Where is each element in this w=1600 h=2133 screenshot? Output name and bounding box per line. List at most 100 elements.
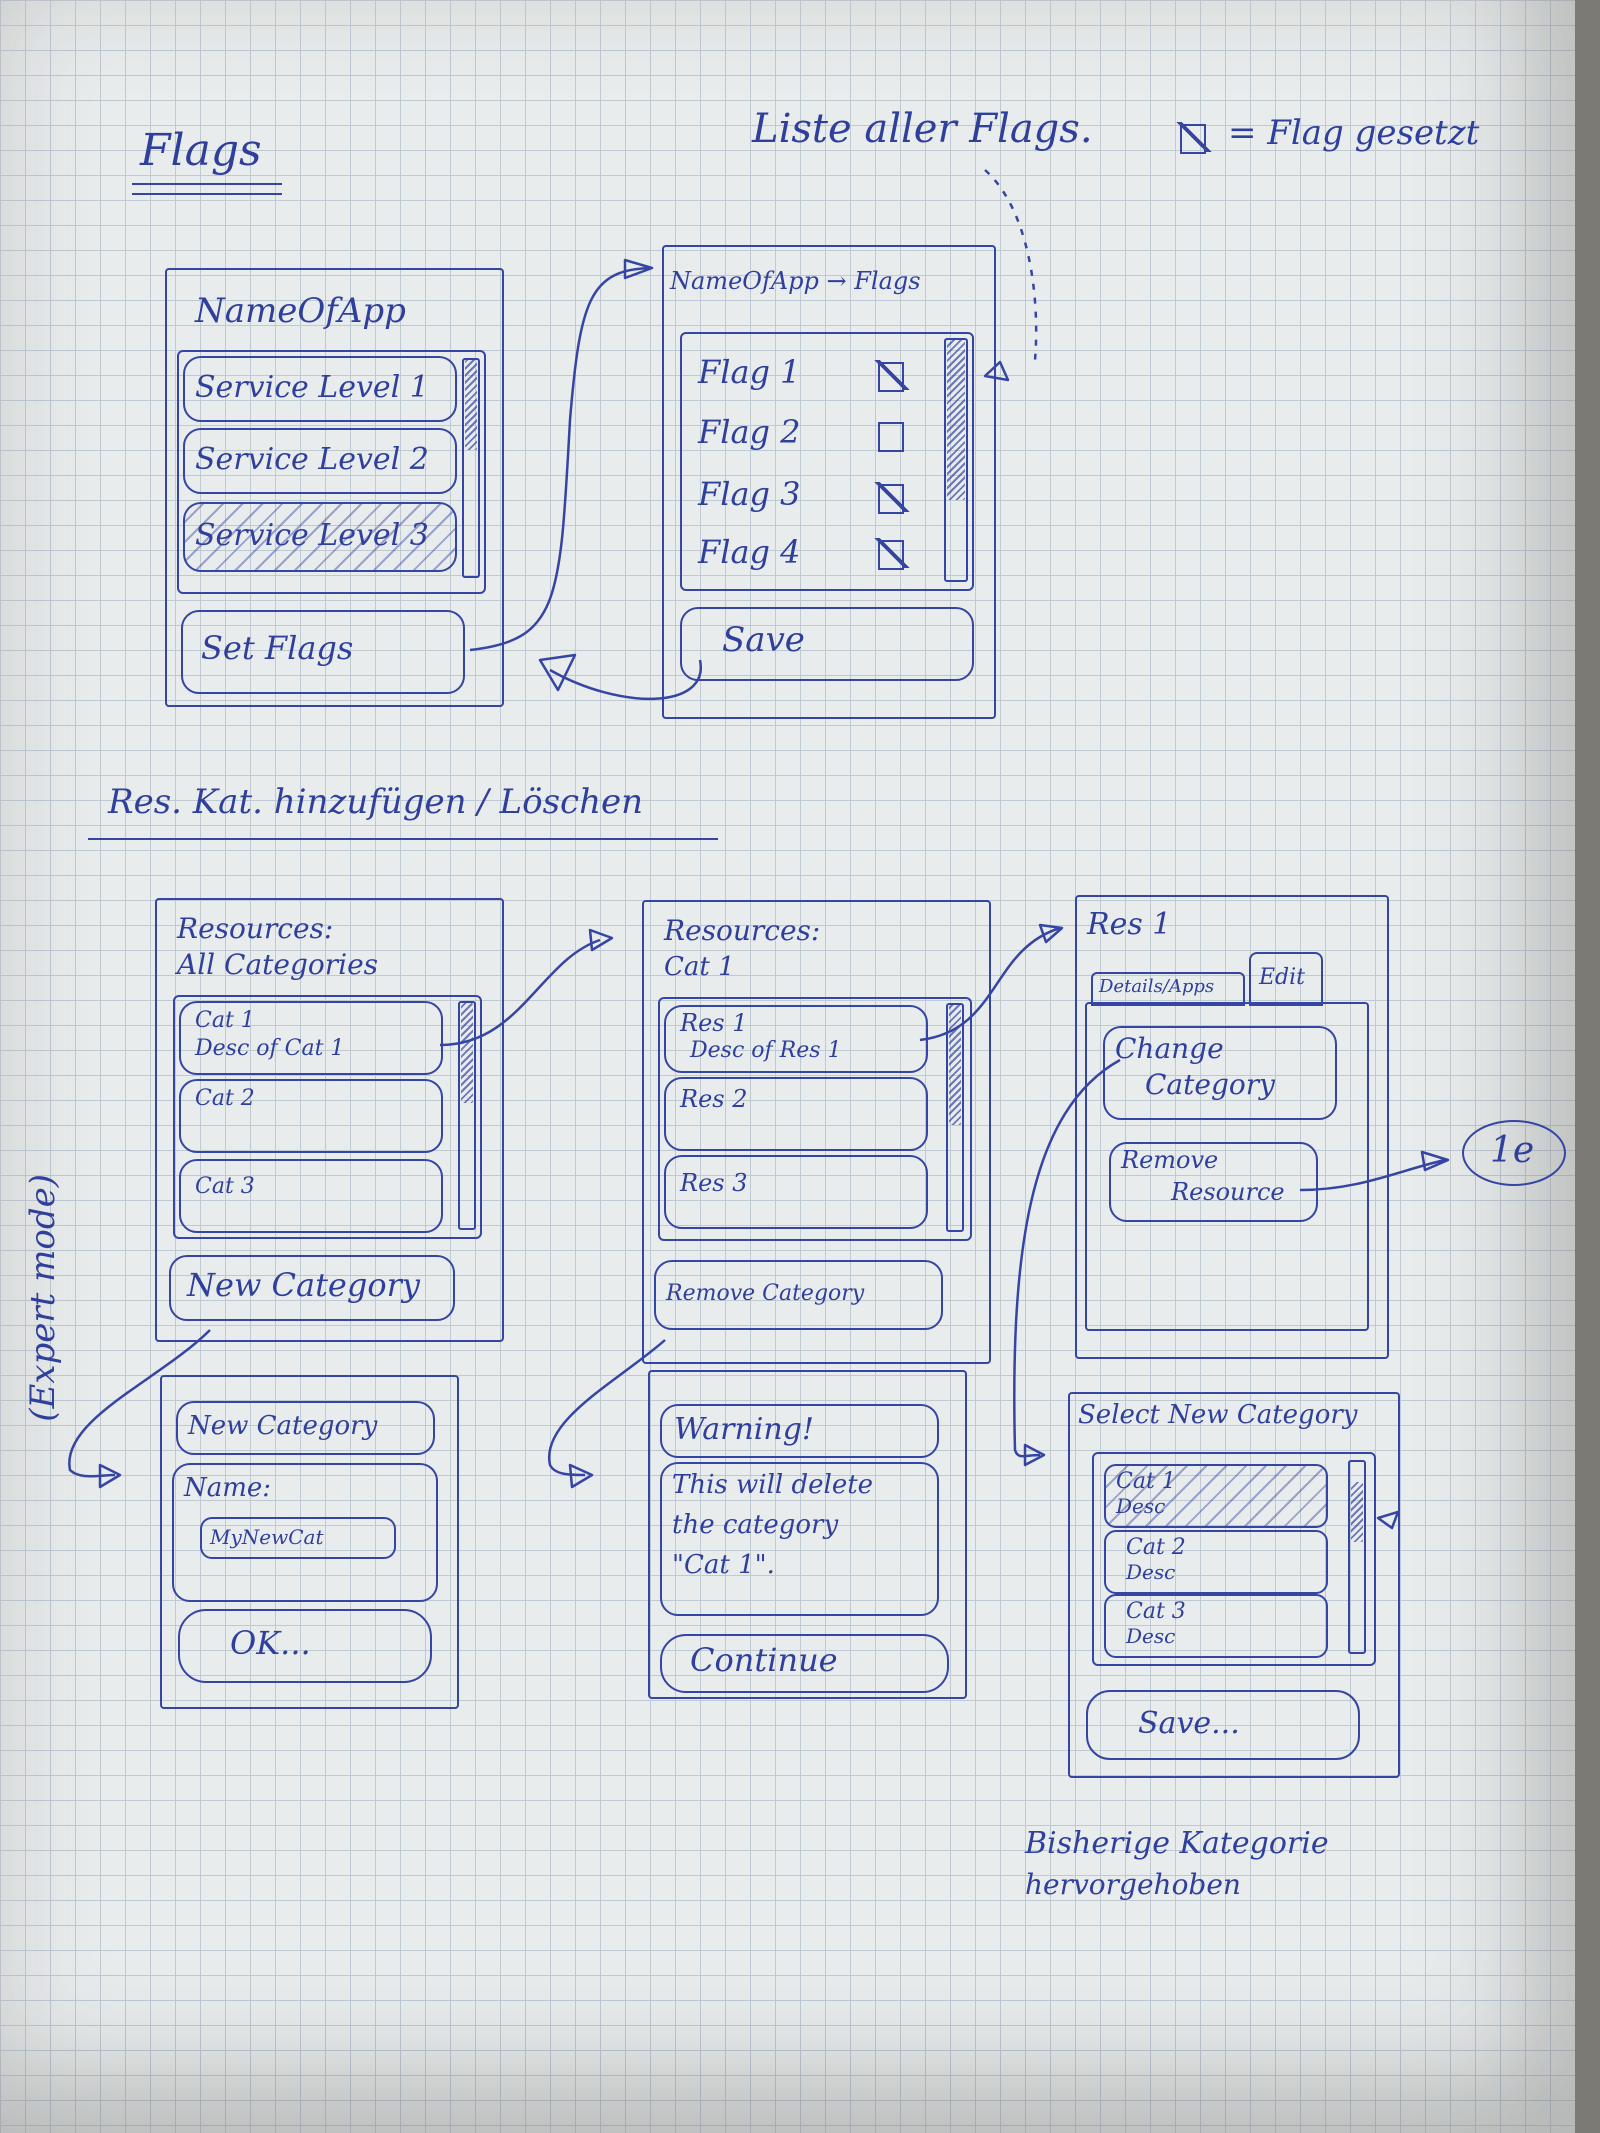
flag-label: Flag 1 <box>698 353 801 391</box>
ref-1e-circle: 1e <box>1462 1120 1566 1186</box>
ok-label: OK... <box>230 1624 311 1662</box>
save-label: Save... <box>1138 1706 1240 1741</box>
scrollbar[interactable] <box>946 1003 964 1232</box>
flag-checkbox[interactable] <box>874 360 910 392</box>
name-label: Name: <box>184 1473 272 1503</box>
list-item-desc: Desc of Cat 1 <box>195 1036 345 1061</box>
list-item-name: Cat 3 <box>195 1174 255 1199</box>
scrollbar[interactable] <box>462 358 480 578</box>
list-item-name: Cat 2 <box>1126 1535 1186 1560</box>
screen-title-line2: All Categories <box>177 948 379 981</box>
flag-checkbox[interactable] <box>874 482 910 514</box>
list-item[interactable]: Res 1 Desc of Res 1 <box>664 1005 928 1073</box>
resources-heading: Res. Kat. hinzufügen / Löschen <box>108 782 644 822</box>
list-item-name: Cat 2 <box>195 1086 255 1111</box>
save-button[interactable]: Save... <box>1086 1690 1360 1760</box>
list-item[interactable]: Res 2 <box>664 1077 928 1151</box>
list-item-desc: Desc <box>1116 1494 1166 1518</box>
select-category-title: Select New Category <box>1078 1400 1358 1430</box>
dialog-title-box: Warning! <box>660 1404 939 1458</box>
list-item[interactable]: Service Level 1 <box>183 356 457 422</box>
dialog-title: New Category <box>188 1411 378 1441</box>
res1-title: Res 1 <box>1087 907 1172 942</box>
tab-edit-label: Edit <box>1259 965 1306 990</box>
flag-checkbox[interactable] <box>874 538 910 570</box>
remove-category-button[interactable]: Remove Category <box>654 1260 943 1330</box>
legend-checkbox-icon <box>1176 122 1212 154</box>
flag-label: Flag 2 <box>698 413 801 451</box>
list-item-name: Cat 1 <box>1116 1469 1176 1494</box>
list-item-name: Cat 3 <box>1126 1599 1186 1624</box>
tab-panel: Change Category Remove Resource <box>1085 1002 1369 1331</box>
tab-details[interactable]: Details/Apps <box>1091 972 1245 1006</box>
list-item-current[interactable]: Cat 1 Desc <box>1104 1464 1328 1528</box>
screen-title-line2: Cat 1 <box>664 952 735 982</box>
screen-main: NameOfApp Service Level 1 Service Level … <box>165 268 504 707</box>
dialog-title-box: New Category <box>176 1401 435 1455</box>
list-item[interactable]: Res 3 <box>664 1155 928 1229</box>
set-flags-label: Set Flags <box>201 629 354 667</box>
list-item-desc: Desc <box>1126 1624 1176 1648</box>
save-button[interactable]: Save <box>680 607 974 681</box>
list-item[interactable]: Cat 3 Desc <box>1104 1594 1328 1658</box>
name-input[interactable]: MyNewCat <box>200 1517 396 1559</box>
app-title: NameOfApp <box>195 291 406 331</box>
tab-edit[interactable]: Edit <box>1249 952 1323 1006</box>
scrollbar[interactable] <box>458 1001 476 1230</box>
resource-list: Res 1 Desc of Res 1 Res 2 Res 3 <box>658 997 972 1241</box>
flags-heading: Flags <box>140 125 262 176</box>
list-item[interactable]: Cat 2 Desc <box>1104 1530 1328 1594</box>
ref-1e-label: 1e <box>1490 1130 1535 1171</box>
name-input-value: MyNewCat <box>210 1525 324 1549</box>
change-category-button[interactable]: Change Category <box>1103 1026 1337 1120</box>
change-category-label-1: Change <box>1115 1032 1224 1065</box>
list-item-label: Service Level 3 <box>195 518 429 553</box>
category-list: Cat 1 Desc of Cat 1 Cat 2 Cat 3 <box>173 995 482 1239</box>
new-category-button[interactable]: New Category <box>169 1255 455 1321</box>
flag-label: Flag 4 <box>698 533 801 571</box>
change-category-label-2: Category <box>1145 1068 1275 1101</box>
screen-all-categories: Resources: All Categories Cat 1 Desc of … <box>155 898 504 1342</box>
flag-label: Flag 3 <box>698 475 801 513</box>
screen-title-line1: Resources: <box>664 914 821 947</box>
flags-screen-title: NameOfApp → Flags <box>670 267 921 295</box>
set-flags-button[interactable]: Set Flags <box>181 610 465 694</box>
list-item-name: Res 1 <box>680 1009 748 1037</box>
ok-button[interactable]: OK... <box>178 1609 432 1683</box>
screen-title-line1: Resources: <box>177 912 334 945</box>
service-level-list: Service Level 1 Service Level 2 Service … <box>177 350 486 594</box>
remove-resource-label-2: Resource <box>1171 1178 1285 1206</box>
screen-select-category: Select New Category Cat 1 Desc Cat 2 Des… <box>1068 1392 1400 1778</box>
list-item-name: Cat 1 <box>195 1008 255 1033</box>
tab-details-label: Details/Apps <box>1099 976 1215 997</box>
note-flag-set: = Flag gesetzt <box>1228 113 1480 153</box>
list-item[interactable]: Cat 3 <box>179 1159 443 1233</box>
list-item-selected[interactable]: Service Level 3 <box>183 502 457 572</box>
scrollbar[interactable] <box>1348 1460 1366 1654</box>
flags-heading-underline <box>132 183 282 195</box>
save-label: Save <box>722 620 805 660</box>
note-previous-category: Bisherige Kategorie <box>1025 1826 1329 1861</box>
list-item[interactable]: Service Level 2 <box>183 428 457 494</box>
list-item-name: Res 2 <box>680 1085 748 1113</box>
dialog-body: Name: MyNewCat <box>172 1463 438 1602</box>
dialog-warning: Warning! This will delete the category "… <box>648 1370 967 1699</box>
dialog-new-category: New Category Name: MyNewCat OK... <box>160 1375 459 1709</box>
flag-checkbox[interactable] <box>878 422 904 452</box>
remove-resource-button[interactable]: Remove Resource <box>1109 1142 1318 1222</box>
scrollbar[interactable] <box>944 338 968 582</box>
category-list: Cat 1 Desc Cat 2 Desc Cat 3 Desc <box>1092 1452 1376 1666</box>
remove-category-label: Remove Category <box>666 1281 865 1306</box>
warning-line: "Cat 1". <box>672 1550 775 1580</box>
warning-line: This will delete <box>672 1470 874 1500</box>
continue-button[interactable]: Continue <box>660 1634 949 1693</box>
flag-list: Flag 1 Flag 2 Flag 3 Flag 4 <box>680 332 974 591</box>
list-item[interactable]: Cat 1 Desc of Cat 1 <box>179 1001 443 1075</box>
note-list-all-flags: Liste aller Flags. <box>752 106 1093 152</box>
warning-line: the category <box>672 1510 839 1540</box>
list-item-name: Res 3 <box>680 1169 748 1197</box>
remove-resource-label-1: Remove <box>1121 1146 1219 1174</box>
list-item[interactable]: Cat 2 <box>179 1079 443 1153</box>
